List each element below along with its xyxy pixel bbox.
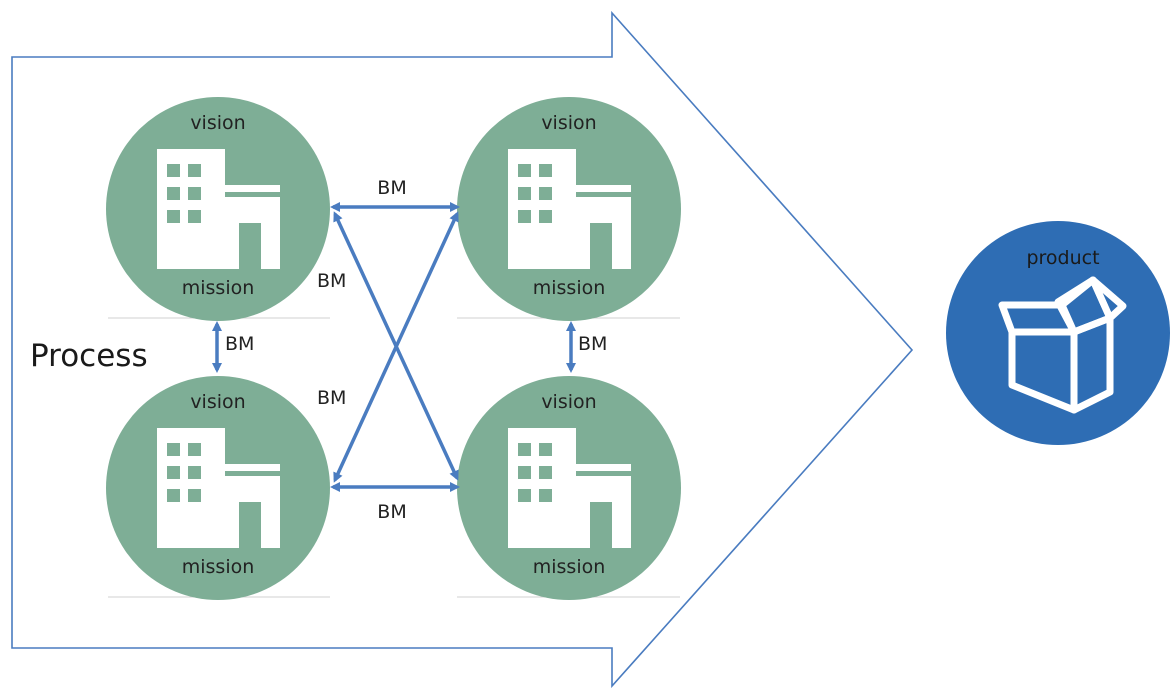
node-top-left: vision mission xyxy=(106,97,330,321)
node-vision-label: vision xyxy=(541,112,596,134)
link-label: BM xyxy=(317,270,346,292)
link-label: BM xyxy=(225,333,254,355)
node-vision-label: vision xyxy=(541,391,596,413)
link-label: BM xyxy=(377,501,406,523)
node-vision-label: vision xyxy=(190,112,245,134)
node-mission-label: mission xyxy=(533,277,606,299)
link-label: BM xyxy=(317,387,346,409)
link-label: BM xyxy=(578,333,607,355)
node-mission-label: mission xyxy=(533,556,606,578)
product-label: product xyxy=(1026,247,1099,269)
node-vision-label: vision xyxy=(190,391,245,413)
process-label: Process xyxy=(30,338,148,374)
node-bottom-left: vision mission xyxy=(106,376,330,600)
link-label: BM xyxy=(377,177,406,199)
connectors xyxy=(212,202,576,492)
node-mission-label: mission xyxy=(182,277,255,299)
process-arrow-outline xyxy=(11,10,914,688)
node-top-right: vision mission xyxy=(457,97,681,321)
node-mission-label: mission xyxy=(182,556,255,578)
link-diagonal-up xyxy=(333,211,459,483)
open-box-icon xyxy=(998,276,1127,414)
product-node: product xyxy=(946,221,1170,445)
node-bottom-right: vision mission xyxy=(457,376,681,600)
